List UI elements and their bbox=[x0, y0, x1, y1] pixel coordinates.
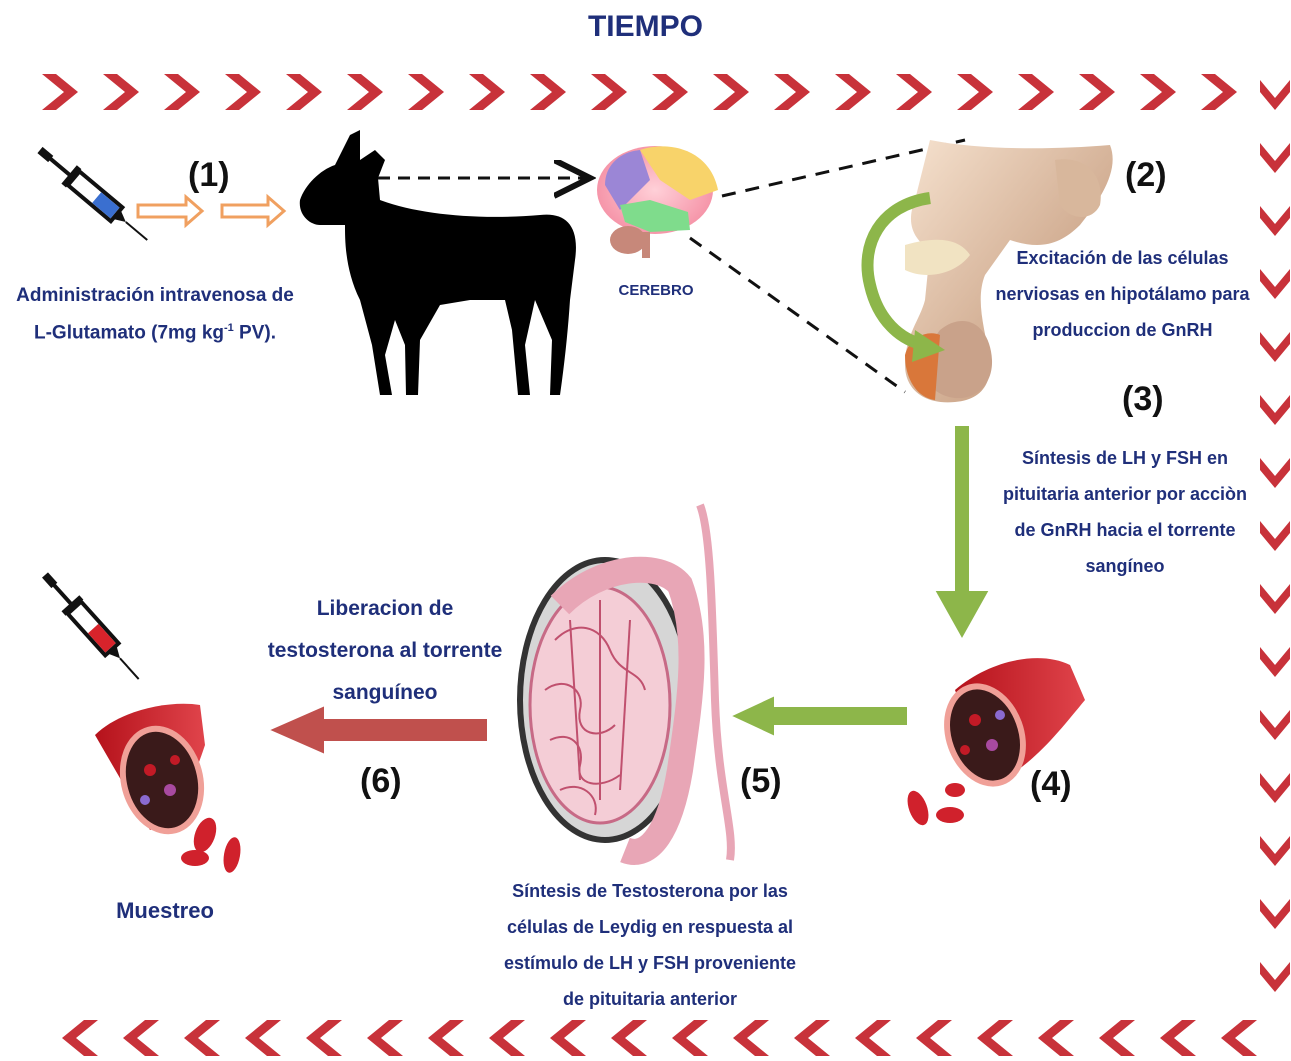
step-3-line-2: pituitaria anterior por acciòn bbox=[985, 476, 1265, 512]
step-2-line-3: produccion de GnRH bbox=[980, 312, 1265, 348]
step-5-line-3: estímulo de LH y FSH proveniente bbox=[470, 945, 830, 981]
step-3-line-1: Síntesis de LH y FSH en bbox=[985, 440, 1265, 476]
brain-icon bbox=[597, 146, 718, 258]
step-number-6: (6) bbox=[360, 762, 402, 801]
syringe-icon-red bbox=[36, 567, 148, 687]
blood-vessel-icon-sample bbox=[95, 704, 243, 874]
brain-label: CEREBRO bbox=[596, 282, 716, 299]
green-arrow-left bbox=[730, 695, 908, 737]
step-number-4: (4) bbox=[1030, 765, 1072, 804]
step-3-text: Síntesis de LH y FSH en pituitaria anter… bbox=[985, 440, 1265, 584]
step-6-line-1: Liberacion de bbox=[240, 588, 530, 630]
step-5-line-1: Síntesis de Testosterona por las bbox=[470, 873, 830, 909]
step-number-5: (5) bbox=[740, 762, 782, 801]
step-2-text: Excitación de las células nerviosas en h… bbox=[980, 240, 1265, 348]
step-1-line-1: Administración intravenosa de bbox=[0, 280, 310, 312]
step-2-line-2: nerviosas en hipotálamo para bbox=[980, 276, 1265, 312]
step-6-line-2: testosterona al torrente bbox=[240, 630, 530, 672]
testis-illustration bbox=[520, 505, 731, 860]
orange-arrow-1 bbox=[138, 197, 202, 225]
step-number-3: (3) bbox=[1122, 380, 1164, 419]
syringe-icon bbox=[32, 141, 155, 249]
step-3-line-4: sangíneo bbox=[985, 548, 1265, 584]
sampling-label: Muestreo bbox=[90, 898, 240, 924]
step-5-line-2: células de Leydig en respuesta al bbox=[470, 909, 830, 945]
step-2-line-1: Excitación de las células bbox=[980, 240, 1265, 276]
step-number-2: (2) bbox=[1125, 156, 1167, 195]
step-5-line-4: de pituitaria anterior bbox=[470, 981, 830, 1017]
step-number-1: (1) bbox=[188, 156, 230, 195]
step-3-line-3: de GnRH hacia el torrente bbox=[985, 512, 1265, 548]
step-5-text: Síntesis de Testosterona por las células… bbox=[470, 873, 830, 1017]
step-6-text: Liberacion de testosterona al torrente s… bbox=[240, 588, 530, 714]
goat-silhouette bbox=[300, 130, 576, 395]
step-1-line-2: L-Glutamato (7mg kg-1 PV). bbox=[0, 312, 310, 349]
step-1-text: Administración intravenosa de L-Glutamat… bbox=[0, 280, 310, 349]
orange-arrow-2 bbox=[222, 197, 284, 225]
step-6-line-3: sanguíneo bbox=[240, 672, 530, 714]
green-arrow-down bbox=[934, 425, 990, 640]
